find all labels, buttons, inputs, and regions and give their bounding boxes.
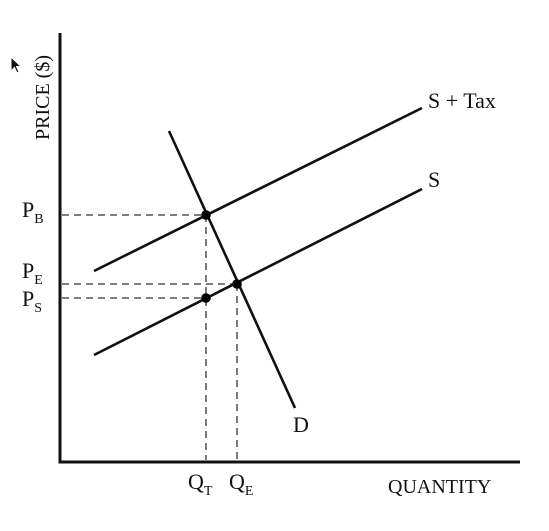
buyer-price-point (201, 210, 211, 220)
ps-label: PS (22, 286, 42, 316)
qe-label-sub: E (245, 484, 254, 499)
supply-plus-tax-curve (93, 106, 423, 273)
qt-label-sub: T (204, 484, 213, 499)
demand-curve (167, 130, 297, 409)
qt-label: QT (188, 469, 213, 499)
pe-label-base: P (22, 258, 34, 283)
supply-plus-tax-label: S + Tax (428, 88, 496, 113)
seller-price-point (201, 293, 211, 303)
pb-label-sub: B (34, 212, 43, 227)
qt-label-base: Q (188, 469, 204, 494)
supply-curve (93, 187, 423, 357)
demand-label: D (293, 412, 309, 437)
ps-label-sub: S (34, 301, 42, 316)
qe-label: QE (229, 469, 253, 499)
x-axis-title: QUANTITY (388, 476, 491, 498)
mouse-pointer-icon (10, 56, 23, 74)
ps-label-base: P (22, 286, 34, 311)
y-axis-title: PRICE ($) (32, 55, 54, 140)
equilibrium-point (232, 279, 242, 289)
pb-label: PB (22, 197, 44, 227)
pb-label-base: P (22, 197, 34, 222)
supply-label: S (428, 167, 440, 192)
qe-label-base: Q (229, 469, 245, 494)
pe-label: PE (22, 258, 43, 288)
pe-label-sub: E (34, 273, 43, 288)
